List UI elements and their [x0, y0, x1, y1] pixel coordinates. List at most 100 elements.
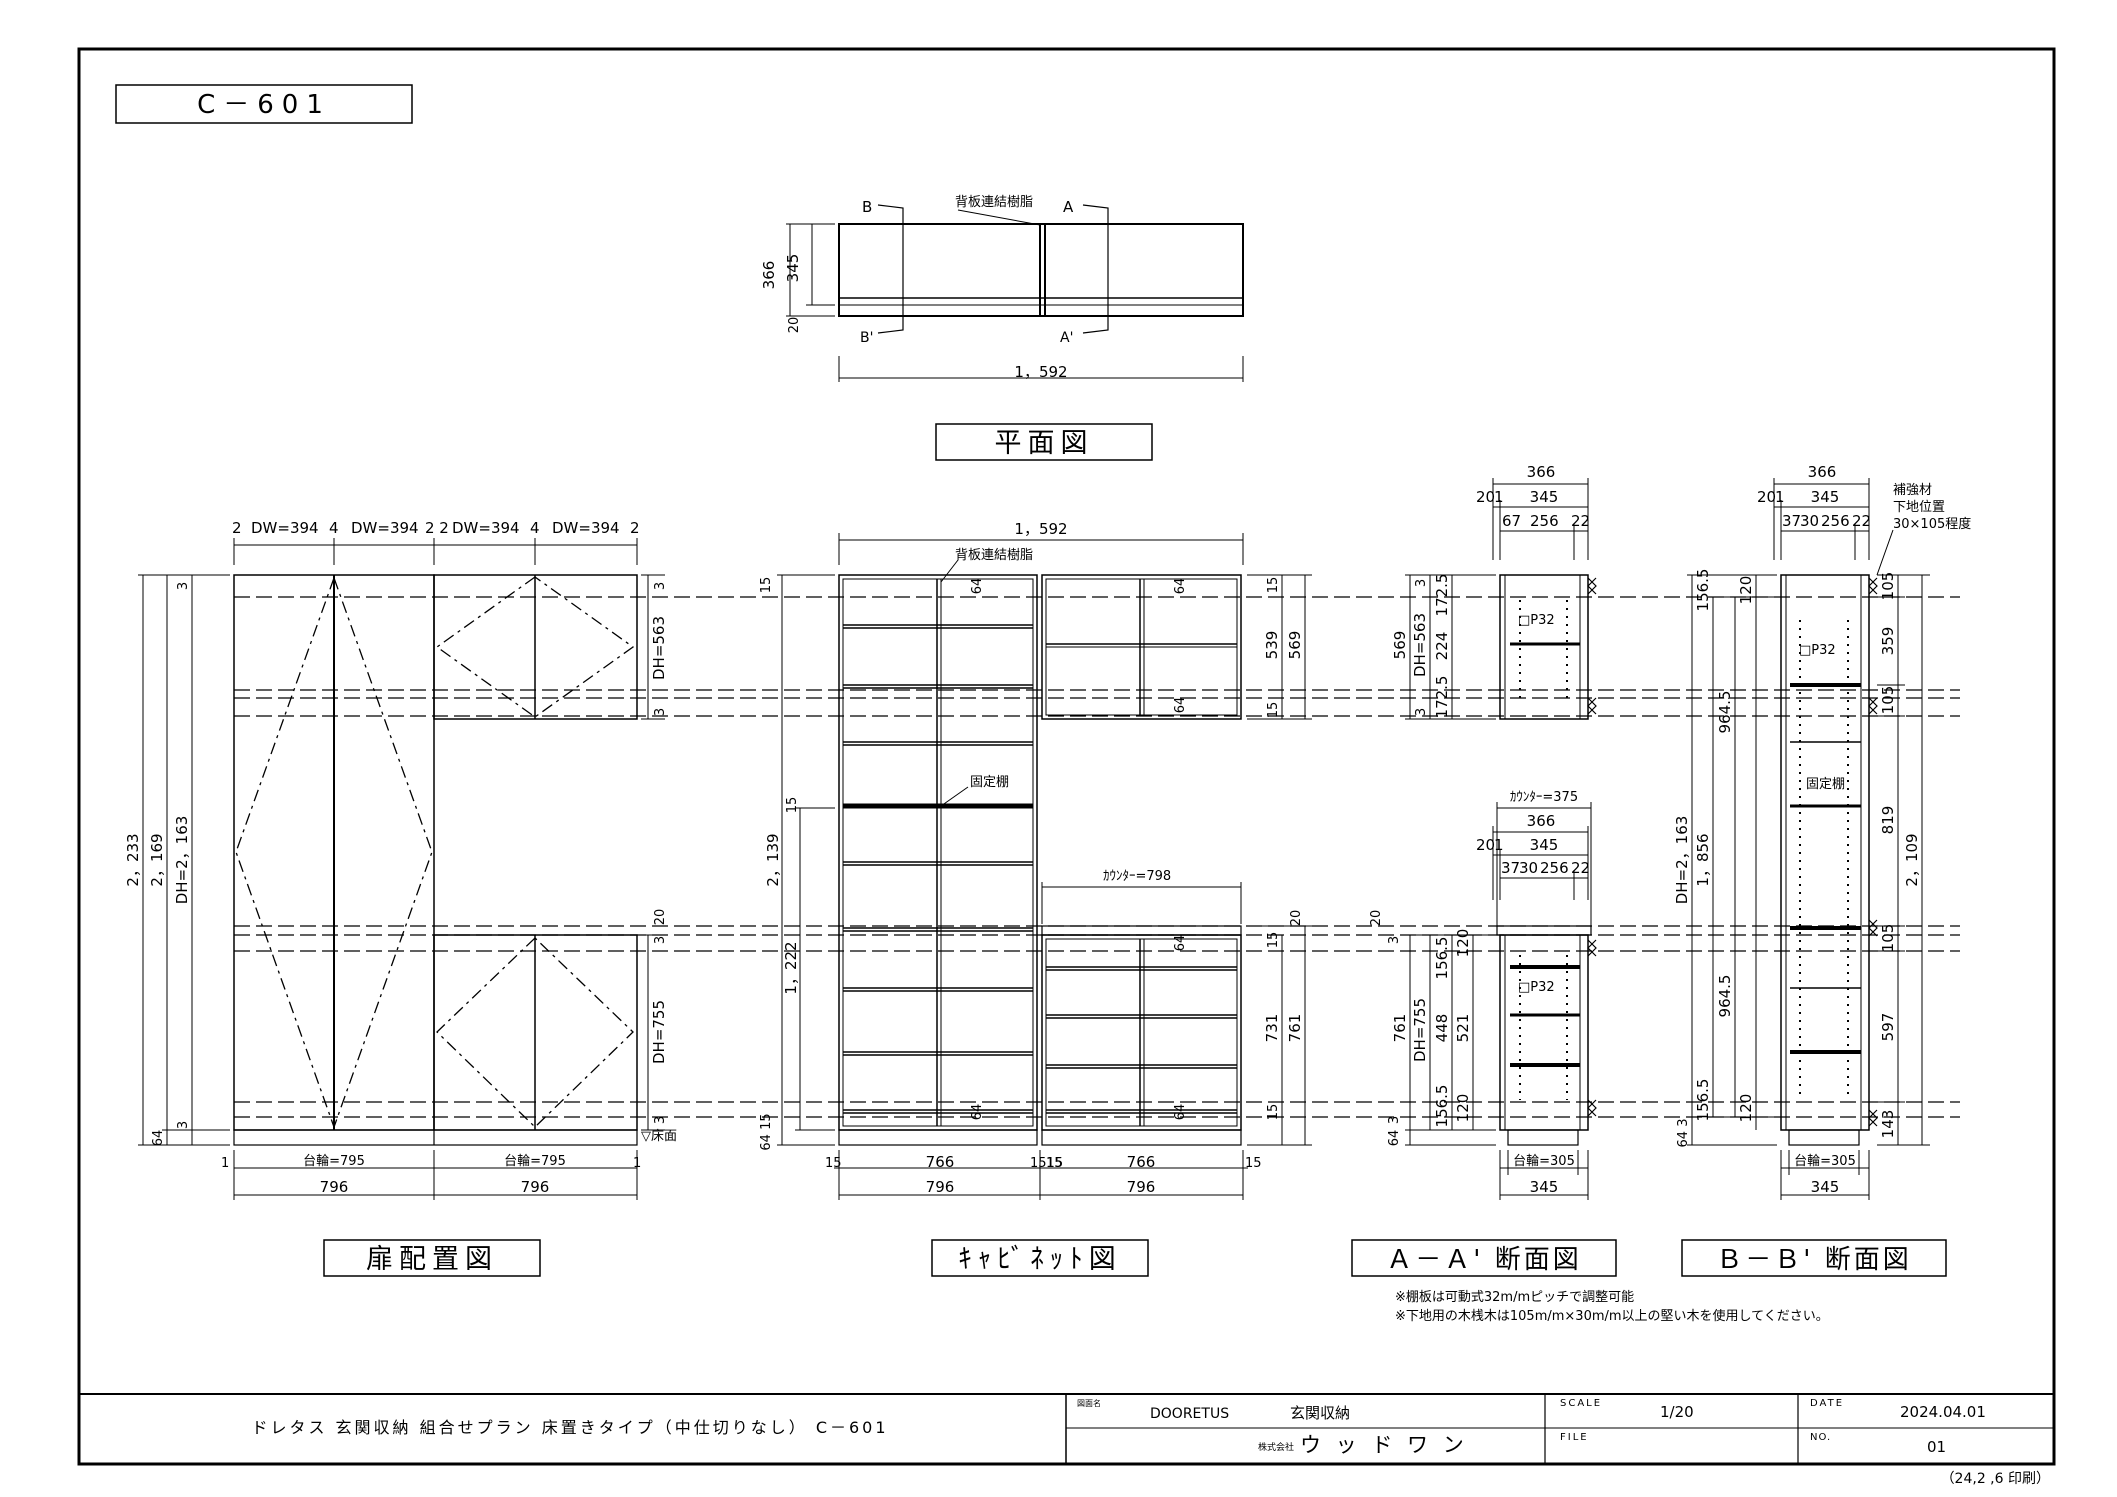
cabinet-back-note: 背板連結樹脂	[955, 548, 1033, 563]
sb-dh: DH=2，163	[1673, 816, 1691, 905]
door-gap-lower-top: 3	[653, 936, 668, 944]
sa-lower-120a: 120	[1454, 929, 1472, 958]
sa-mid-20: 20	[1476, 836, 1495, 854]
door-dim-dw2: DW=394	[351, 519, 419, 537]
sa-upper-dh563: DH=563	[1411, 613, 1429, 677]
door-edge-left: 1	[221, 1156, 229, 1171]
sa-upper-1725b: 172.5	[1433, 676, 1451, 719]
door-base-w1: 台輪=795	[303, 1153, 365, 1169]
sb-top-366: 366	[1808, 463, 1837, 481]
tb-drawing-name2: 玄関収納	[1290, 1404, 1350, 1422]
plan-width: 1，592	[1014, 363, 1067, 381]
cabinet-v20: 20	[1289, 910, 1304, 927]
cabinet-panel64-f: 64	[1173, 1104, 1188, 1121]
cabinet-title: ｷｬﾋﾞﾈｯﾄ図	[958, 1244, 1122, 1275]
cabinet-side15-right: 15	[1245, 1156, 1262, 1171]
sb-105-c: 105	[1879, 924, 1897, 953]
tb-company-prefix: 株式会社	[1258, 1441, 1294, 1453]
sb-h1856: 1，856	[1694, 833, 1712, 886]
sa-top-345: 345	[1530, 488, 1559, 506]
sa-mid-22: 22	[1571, 859, 1590, 877]
sb-597: 597	[1879, 1013, 1897, 1042]
sa-lower-1565b: 156.5	[1433, 1085, 1451, 1128]
tb-no: 01	[1927, 1438, 1946, 1456]
cabinet-counter: ｶｳﾝﾀｰ=798	[1103, 869, 1171, 884]
sa-lower-p32: □P32	[1518, 980, 1555, 995]
cabinet-base64: 64 15	[759, 1113, 774, 1150]
tb-description: ドレタス 玄関収納 組合せプラン 床置きタイプ（中仕切りなし） C－601	[251, 1418, 888, 1437]
sheet-code-box: C－601	[115, 84, 413, 124]
cabinet-side1515: 1515	[1030, 1156, 1063, 1171]
door-dh-tall: DH=2，163	[173, 816, 191, 905]
tb-date-label: DATE	[1810, 1398, 1844, 1409]
note-2: ※下地用の木桟木は105m/m×30m/m以上の堅い木を使用してください。	[1395, 1308, 1829, 1324]
sb-9645-bottom: 964.5	[1716, 975, 1734, 1018]
sb-105-a: 105	[1879, 572, 1897, 601]
door-top-dims: 2 DW=394 4 DW=394 2 2 DW=394 4 DW=394 2	[232, 519, 640, 537]
cabinet-w766-b: 766	[1127, 1153, 1156, 1171]
plan-marker-b: B	[862, 198, 872, 216]
sa-upper-3a: 3	[1414, 579, 1429, 587]
sa-mid-37: 37	[1501, 859, 1520, 877]
door-height-total: 2，233	[124, 833, 142, 886]
sb-reinforce-3: 30×105程度	[1893, 516, 1971, 532]
plan-depth-inner: 345	[784, 254, 802, 283]
door-dim-dw1: DW=394	[251, 519, 319, 537]
cabinet-title-box: ｷｬﾋﾞﾈｯﾄ図	[931, 1239, 1149, 1277]
plan-view	[786, 204, 1244, 382]
door-floor: ▽床面	[641, 1129, 677, 1144]
tb-no-label: NO.	[1810, 1432, 1831, 1443]
cabinet-lower-h: 731	[1263, 1014, 1281, 1043]
sa-upper-569: 569	[1391, 631, 1409, 660]
sa-top-256: 256	[1530, 512, 1559, 530]
sa-lower-448: 448	[1433, 1014, 1451, 1043]
sa-upper-3b: 3	[1414, 708, 1429, 716]
sa-lower-761: 761	[1391, 1014, 1409, 1043]
tb-file-label: FILE	[1560, 1432, 1589, 1443]
sa-lower-3a: 3	[1387, 936, 1402, 944]
cabinet-w796-a: 796	[926, 1178, 955, 1196]
sa-lower-20: 20	[1369, 910, 1384, 927]
plan-marker-a: A	[1063, 198, 1074, 216]
sb-p32: □P32	[1799, 643, 1836, 658]
cabinet-width: 1，592	[1014, 520, 1067, 538]
cabinet-h-lower: 1，222	[782, 941, 800, 994]
sb-bottom: 345	[1811, 1178, 1840, 1196]
plan-depth-outer: 366	[760, 261, 778, 290]
sa-bottom: 345	[1530, 1178, 1559, 1196]
cabinet-panel64-d: 64	[1173, 935, 1188, 952]
level-lines	[234, 596, 1960, 1118]
sb-top-37: 37	[1782, 512, 1801, 530]
sa-lower-120b: 120	[1454, 1094, 1472, 1123]
sa-mid-345: 345	[1530, 836, 1559, 854]
door-gap-lower-bottom: 3	[653, 1116, 668, 1124]
sb-top-256: 256	[1821, 512, 1850, 530]
sb-top-1: 1	[1775, 488, 1785, 506]
cabinet-v15-lower-bottom: 15	[1266, 1104, 1281, 1121]
door-gap-bottom: 3	[176, 1121, 191, 1129]
sb-reinforce-2: 下地位置	[1893, 500, 1945, 515]
sb-120-top: 120	[1737, 576, 1755, 605]
sb-359: 359	[1879, 627, 1897, 656]
plan-title: 平面図	[995, 428, 1094, 459]
section-b-title-box: Ｂ－Ｂ' 断面図	[1681, 1239, 1947, 1277]
sb-h2109: 2，109	[1903, 833, 1921, 886]
sb-base-w: 台輪=305	[1794, 1153, 1856, 1169]
door-edge-right: 1	[633, 1156, 641, 1171]
cabinet-side15-mid: 15	[1046, 1156, 1063, 1171]
door-height-2: 2，169	[148, 833, 166, 886]
sa-upper-224: 224	[1433, 632, 1451, 661]
door-bottom-w2: 796	[521, 1178, 550, 1196]
sa-mid-256: 256	[1540, 859, 1569, 877]
cabinet-lower-h2: 761	[1286, 1014, 1304, 1043]
tb-company: ウ ッ ド ワ ン	[1300, 1433, 1468, 1457]
sb-143: 143	[1879, 1110, 1897, 1139]
door-gap-20: 20	[653, 909, 668, 926]
sa-top-366: 366	[1527, 463, 1556, 481]
sb-643: 64 3	[1676, 1119, 1691, 1148]
sb-fixed-shelf: 固定棚	[1806, 777, 1845, 792]
door-base-w2: 台輪=795	[504, 1153, 566, 1169]
sa-lower-521: 521	[1454, 1014, 1472, 1043]
door-dim-4a: 4	[329, 519, 339, 537]
